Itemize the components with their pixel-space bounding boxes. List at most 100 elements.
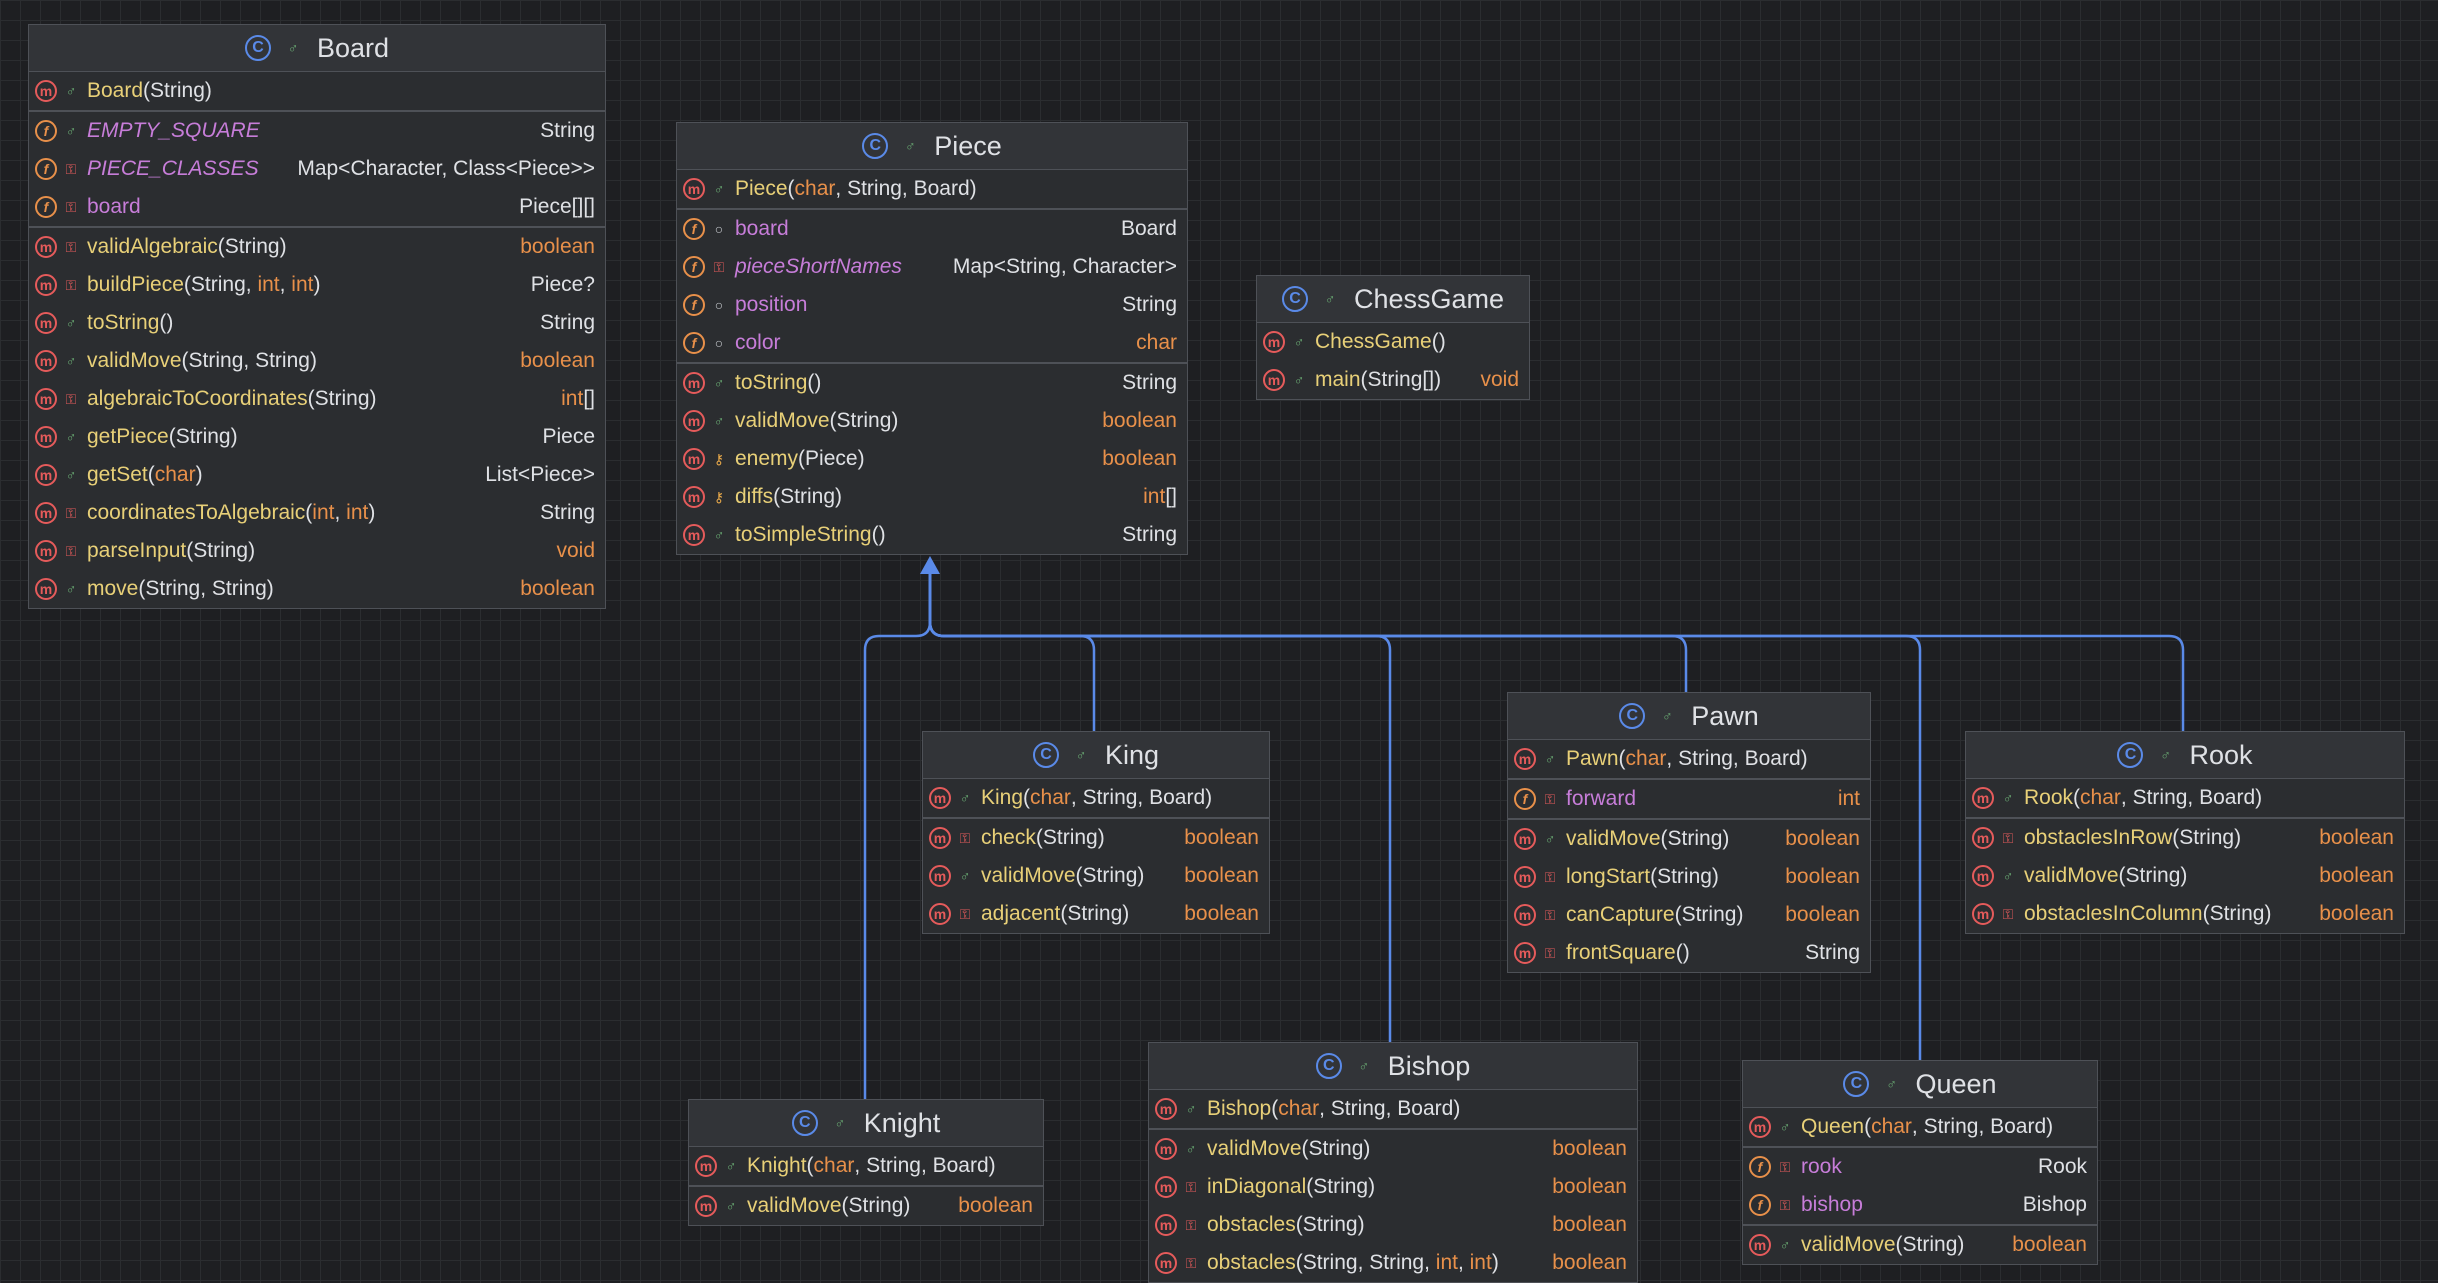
method-row[interactable]: m♂validMove(String)boolean: [923, 857, 1269, 895]
class-header[interactable]: C♂Rook: [1966, 732, 2404, 779]
param-separator: ,: [1357, 1251, 1370, 1274]
method-row[interactable]: m♂validMove(String)boolean: [689, 1187, 1043, 1225]
param-separator: ,: [1732, 747, 1745, 770]
method-row[interactable]: m⚿parseInput(String)void: [29, 532, 605, 570]
method-row[interactable]: m♂main(String[])void: [1257, 361, 1529, 399]
method-row[interactable]: m⚿inDiagonal(String)boolean: [1149, 1168, 1637, 1206]
method-row[interactable]: m♂validMove(String)boolean: [1149, 1130, 1637, 1168]
return-type: boolean: [2012, 1233, 2087, 1256]
method-row[interactable]: m⚷enemy(Piece)boolean: [677, 440, 1187, 478]
method-row[interactable]: m♂getPiece(String)Piece: [29, 418, 605, 456]
method-row[interactable]: m♂toString()String: [677, 364, 1187, 402]
method-row[interactable]: m⚿check(String)boolean: [923, 819, 1269, 857]
method-row[interactable]: m⚿obstacles(String)boolean: [1149, 1206, 1637, 1244]
method-icon: m: [929, 787, 951, 809]
field-name: board: [87, 195, 141, 218]
method-row[interactable]: m♂validMove(String)boolean: [1966, 857, 2404, 895]
method-row[interactable]: m♂Pawn(char, String, Board): [1508, 740, 1870, 778]
method-row[interactable]: m♂getSet(char)List<Piece>: [29, 456, 605, 494]
method-row[interactable]: m⚿buildPiece(String, int, int)Piece?: [29, 266, 605, 304]
method-row[interactable]: m♂validMove(String, String)boolean: [29, 342, 605, 380]
private-visibility-icon: ⚿: [1185, 1216, 1197, 1233]
param-type: String: [188, 349, 244, 372]
method-row[interactable]: m⚷diffs(String)int[]: [677, 478, 1187, 516]
return-type: int[]: [561, 387, 595, 410]
method-row[interactable]: m⚿obstaclesInColumn(String)boolean: [1966, 895, 2404, 933]
param-paren: ): [2180, 864, 2188, 887]
param-type: String: [847, 177, 902, 200]
param-paren: ): [1122, 902, 1130, 925]
method-row[interactable]: m♂validMove(String)boolean: [1743, 1226, 2097, 1264]
method-row[interactable]: m♂toSimpleString()String: [677, 516, 1187, 554]
method-name: Knight: [747, 1154, 807, 1177]
param-paren: ): [1097, 826, 1105, 849]
method-name: toString: [87, 311, 160, 334]
private-visibility-icon: ⚿: [713, 258, 725, 275]
class-header[interactable]: C♂Knight: [689, 1100, 1043, 1147]
return-type: int: [1837, 787, 1860, 810]
method-row[interactable]: m⚿obstaclesInRow(String)boolean: [1966, 819, 2404, 857]
method-row[interactable]: m⚿canCapture(String)boolean: [1508, 896, 1870, 934]
method-row[interactable]: m♂Queen(char, String, Board): [1743, 1108, 2097, 1146]
method-row[interactable]: m♂ChessGame(): [1257, 323, 1529, 361]
method-row[interactable]: m♂Rook(char, String, Board): [1966, 779, 2404, 817]
class-header[interactable]: C♂Queen: [1743, 1061, 2097, 1108]
class-header[interactable]: C♂King: [923, 732, 1269, 779]
param-type: int: [291, 273, 314, 296]
method-row[interactable]: m♂Bishop(char, String, Board): [1149, 1090, 1637, 1128]
method-row[interactable]: m♂validMove(String)boolean: [1508, 820, 1870, 858]
method-row[interactable]: m⚿obstacles(String, String, int, int)boo…: [1149, 1244, 1637, 1282]
method-icon: m: [1972, 903, 1994, 925]
class-header[interactable]: C♂ChessGame: [1257, 276, 1529, 323]
method-row[interactable]: m⚿longStart(String)boolean: [1508, 858, 1870, 896]
param-paren: ): [313, 273, 321, 296]
param-paren: (: [1650, 865, 1658, 888]
public-visibility-icon: ♂: [1544, 751, 1556, 767]
method-row[interactable]: m⚿coordinatesToAlgebraic(int, int)String: [29, 494, 605, 532]
method-row[interactable]: m⚿validAlgebraic(String)boolean: [29, 228, 605, 266]
method-row[interactable]: m♂validMove(String)boolean: [677, 402, 1187, 440]
method-row[interactable]: m♂Board(String): [29, 72, 605, 110]
param-paren: (: [1864, 1115, 1872, 1138]
class-header[interactable]: C♂Piece: [677, 123, 1187, 170]
class-header[interactable]: C♂Board: [29, 25, 605, 72]
class-header[interactable]: C♂Pawn: [1508, 693, 1870, 740]
return-type: boolean: [1184, 864, 1259, 887]
method-row[interactable]: m♂move(String, String)boolean: [29, 570, 605, 608]
method-icon: m: [35, 388, 57, 410]
method-row[interactable]: m♂King(char, String, Board): [923, 779, 1269, 817]
method-row[interactable]: m♂toString()String: [29, 304, 605, 342]
method-row[interactable]: m⚿adjacent(String)boolean: [923, 895, 1269, 933]
param-type: String: [2125, 864, 2181, 887]
method-row[interactable]: m⚿algebraicToCoordinates(String)int[]: [29, 380, 605, 418]
method-row[interactable]: m⚿frontSquare()String: [1508, 934, 1870, 972]
method-row[interactable]: m♂Knight(char, String, Board): [689, 1147, 1043, 1185]
class-name: Pawn: [1691, 700, 1759, 731]
method-name: inDiagonal: [1207, 1175, 1307, 1198]
param-type: String: [1657, 865, 1712, 888]
private-visibility-icon: ⚿: [959, 905, 971, 922]
param-paren: ): [1357, 1213, 1365, 1236]
class-header[interactable]: C♂Bishop: [1149, 1043, 1637, 1090]
method-row[interactable]: m♂Piece(char, String, Board): [677, 170, 1187, 208]
